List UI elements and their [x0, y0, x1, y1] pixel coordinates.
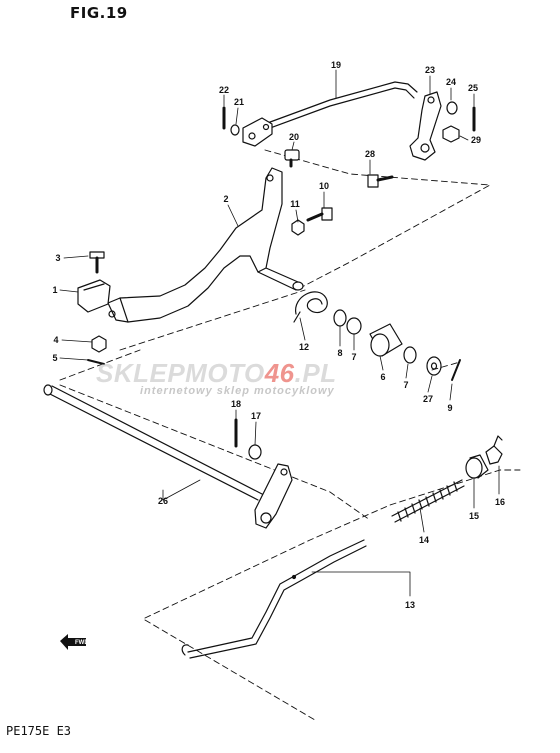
- callout-21: 21: [234, 97, 244, 107]
- callout-8: 8: [337, 348, 342, 358]
- figure-title: FIG.19: [70, 4, 128, 22]
- callout-28: 28: [365, 149, 375, 159]
- callout-18: 18: [231, 399, 241, 409]
- callout-25: 25: [468, 83, 478, 93]
- watermark-text-b: 46: [264, 358, 295, 388]
- callout-20: 20: [289, 132, 299, 142]
- callout-5: 5: [52, 353, 57, 363]
- pedal-pad-part-1: [77, 279, 111, 313]
- collar-part-15: [465, 454, 489, 479]
- shaft-part-26: [43, 384, 293, 529]
- spring-part-14: [391, 479, 465, 523]
- bolt-part-10: [306, 207, 333, 222]
- bolt-part-3: [89, 251, 105, 274]
- bolt-part-28: [367, 174, 394, 188]
- bushing-part-6: [369, 323, 403, 357]
- callout-16: 16: [495, 497, 505, 507]
- washer-part-8: [333, 309, 347, 327]
- callout-27: 27: [423, 394, 433, 404]
- callout-24: 24: [446, 77, 456, 87]
- brake-rod-part-13: [181, 539, 367, 659]
- callout-2: 2: [223, 194, 228, 204]
- callout-7a: 7: [351, 352, 356, 362]
- cotter-pin-part-9: [451, 359, 461, 381]
- callout-15: 15: [469, 511, 479, 521]
- callout-11: 11: [290, 199, 300, 209]
- callout-29: 29: [471, 135, 481, 145]
- callout-6: 6: [380, 372, 385, 382]
- washer-part-21: [230, 124, 240, 136]
- nut-part-4: [91, 335, 107, 353]
- callout-12: 12: [299, 342, 309, 352]
- spring-part-12: [293, 291, 328, 323]
- callout-19: 19: [331, 60, 341, 70]
- callout-22: 22: [219, 85, 229, 95]
- washer-part-27-hole: [430, 362, 438, 370]
- forward-arrow-icon: FWD: [60, 634, 89, 650]
- callout-3: 3: [55, 253, 60, 263]
- wing-nut-part-16: [485, 435, 503, 465]
- leader-lines: [59, 69, 500, 597]
- watermark-subtitle: internetowy sklep motocyklowy: [140, 385, 335, 397]
- washer-part-27: [426, 356, 442, 376]
- assembly-guide-lines: [59, 149, 521, 721]
- callout-10: 10: [319, 181, 329, 191]
- callout-26: 26: [158, 496, 168, 506]
- watermark-text-c: .PL: [294, 358, 337, 388]
- callout-9: 9: [447, 403, 452, 413]
- washer-part-24: [446, 101, 458, 115]
- lever-arm-part-23: [409, 91, 442, 161]
- fwd-label: FWD: [75, 640, 89, 646]
- callout-14: 14: [419, 535, 429, 545]
- rod-end-bracket: [242, 117, 273, 147]
- watermark-logo: SKLEPMOTO46.PL: [96, 358, 337, 389]
- washer-part-7a: [346, 317, 362, 335]
- watermark-text-a: SKLEPMOTO: [96, 358, 265, 388]
- cotter-pin-part-5: [87, 359, 105, 365]
- callout-17: 17: [251, 411, 261, 421]
- brake-pedal-part-2: [107, 167, 304, 323]
- callout-4: 4: [53, 335, 58, 345]
- callout-1: 1: [52, 285, 57, 295]
- nut-part-29: [442, 125, 460, 143]
- bolt-part-20: [284, 149, 300, 168]
- callout-7b: 7: [403, 380, 408, 390]
- washer-part-7b: [403, 346, 417, 364]
- callout-labels: 19 22 21 23 24 25 20 29 28 10 11 2 3 1 4…: [52, 60, 505, 610]
- callout-23: 23: [425, 65, 435, 75]
- callout-13: 13: [405, 600, 415, 610]
- washer-part-17: [248, 444, 262, 460]
- rod-part-19: [261, 81, 418, 132]
- model-code: PE175E E3: [6, 724, 72, 738]
